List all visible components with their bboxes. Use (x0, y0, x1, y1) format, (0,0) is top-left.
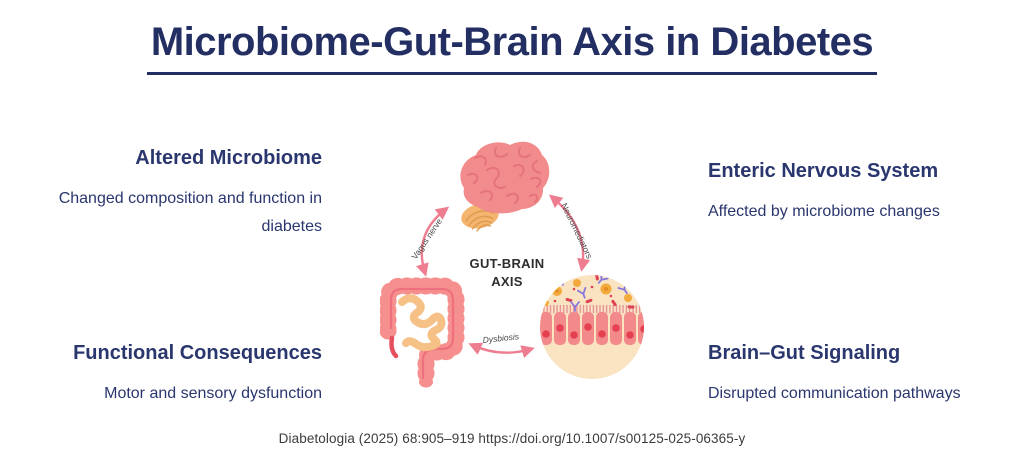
gut-brain-axis-diagram: Vagus nerve Neuromediators Dysbiosis GUT… (380, 141, 644, 389)
page-title: Microbiome-Gut-Brain Axis in Diabetes (146, 20, 878, 75)
citation: Diabetologia (2025) 68:905–919 https://d… (278, 431, 746, 446)
vagus-nerve-arrow (415, 206, 450, 277)
intestine-icon (380, 277, 465, 389)
section-heading-functional-consequences: Functional Consequences (73, 342, 322, 364)
center-label-line1: GUT-BRAIN (470, 256, 545, 271)
section-heading-altered-microbiome: Altered Microbiome (135, 147, 322, 169)
neuromediators-arrow (548, 194, 591, 272)
section-description-functional-consequences: Motor and sensory dysfunction (104, 385, 322, 402)
section-enteric-nervous-system: Enteric Nervous System Affected by micro… (708, 159, 1008, 226)
section-description-altered-microbiome: Changed composition and function in diab… (58, 190, 322, 235)
brain-icon (460, 141, 550, 232)
small-intestine (398, 294, 446, 352)
title-area: Microbiome-Gut-Brain Axis in Diabetes (0, 20, 1024, 75)
dysbiosis-arrow (468, 342, 535, 358)
vagus-nerve-label: Vagus nerve (409, 216, 444, 261)
section-heading-brain-gut-signaling: Brain–Gut Signaling (708, 342, 901, 364)
center-label-line2: AXIS (491, 274, 523, 289)
gut-epithelium-microbiome-icon (540, 275, 644, 379)
section-brain-gut-signaling: Brain–Gut Signaling Disrupted communicat… (708, 341, 1008, 408)
section-heading-enteric-nervous-system: Enteric Nervous System (708, 160, 939, 182)
dysbiosis-label: Dysbiosis (482, 331, 520, 345)
appendix (389, 335, 399, 359)
section-description-brain-gut-signaling: Disrupted communication pathways (708, 385, 961, 402)
neuromediators-label: Neuromediators (559, 201, 595, 260)
section-altered-microbiome: Altered Microbiome Changed composition a… (30, 146, 322, 241)
section-functional-consequences: Functional Consequences Motor and sensor… (28, 341, 322, 408)
section-description-enteric-nervous-system: Affected by microbiome changes (708, 203, 940, 220)
